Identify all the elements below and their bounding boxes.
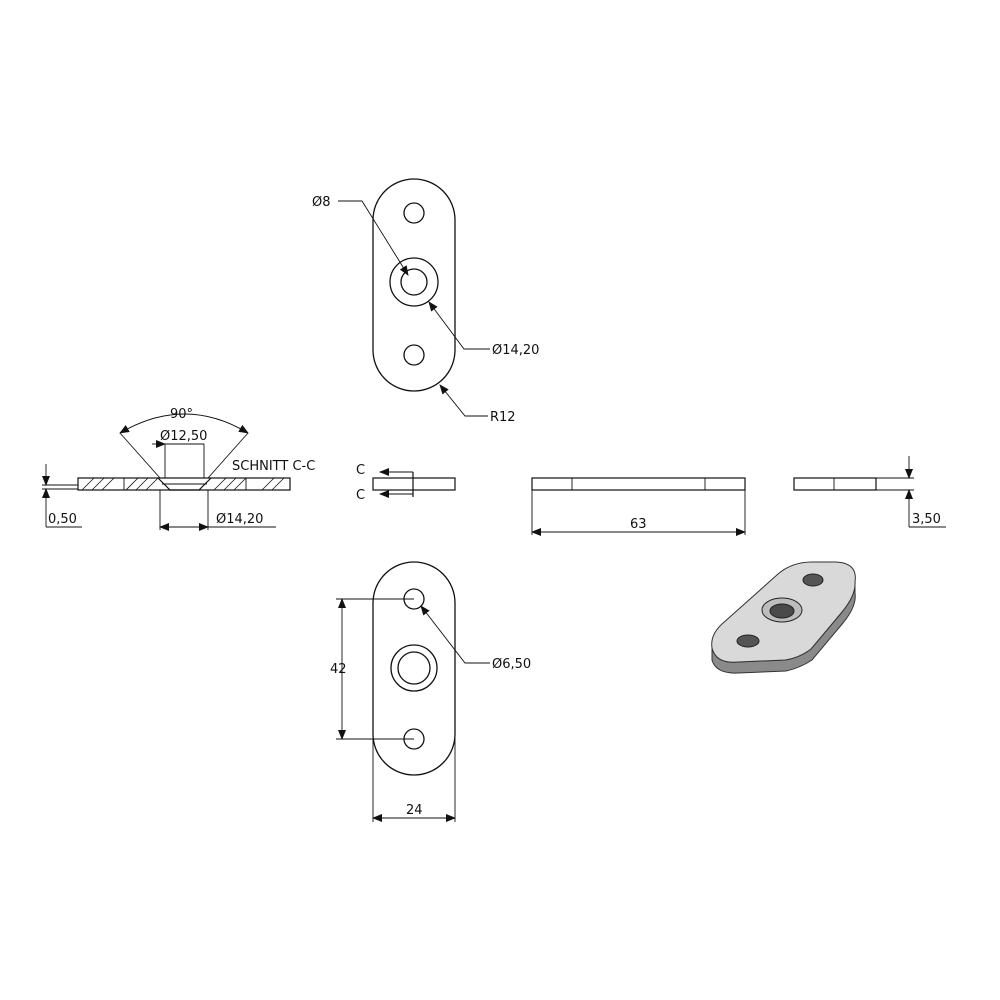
label-counterbore: Ø14,20 [492,343,539,358]
iso-hole-upper [802,573,824,587]
section-view: 90° Ø12,50 SCHNITT C-C Ø14,20 0,50 [42,407,315,531]
label-outer: Ø14,20 [216,512,263,527]
label-step: 0,50 [48,512,77,527]
bottom-view: 42 Ø6,50 24 [330,561,531,822]
label-countersink: Ø12,50 [160,429,207,444]
side-view-long-plate [531,477,746,491]
side-view-short-plate [372,477,456,491]
section-mark-top: C [356,463,365,478]
top-view: Ø8 Ø14,20 R12 [312,178,539,425]
leader-counterbore [428,301,490,350]
leader-radius [439,384,488,417]
side-view-long: 63 [531,477,746,536]
side-view-end: 3,50 [793,456,946,528]
iso-hole-lower [736,634,760,648]
angle-arc [119,413,249,434]
leader-hole [420,605,490,664]
label-thickness: 3,50 [912,512,941,527]
label-hole-spacing: 42 [330,662,347,677]
label-width: 24 [406,803,423,818]
isometric-view [711,561,856,674]
section-title: SCHNITT C-C [232,459,315,474]
section-hatching [81,477,285,491]
side-view-short: C C [356,463,456,503]
label-hole: Ø6,50 [492,657,531,672]
bottom-view-center-hole [397,651,431,685]
label-angle: 90° [170,407,193,422]
leader-inner-hole [338,200,409,276]
iso-center-hole [769,603,795,619]
label-inner-hole: Ø8 [312,195,331,210]
label-length: 63 [630,517,647,532]
top-view-upper-hole [403,202,425,224]
top-view-lower-hole [403,344,425,366]
section-mark-bottom: C [356,488,365,503]
label-radius: R12 [490,410,516,425]
top-view-center-hole [400,268,428,296]
side-view-end-plate [793,477,877,491]
